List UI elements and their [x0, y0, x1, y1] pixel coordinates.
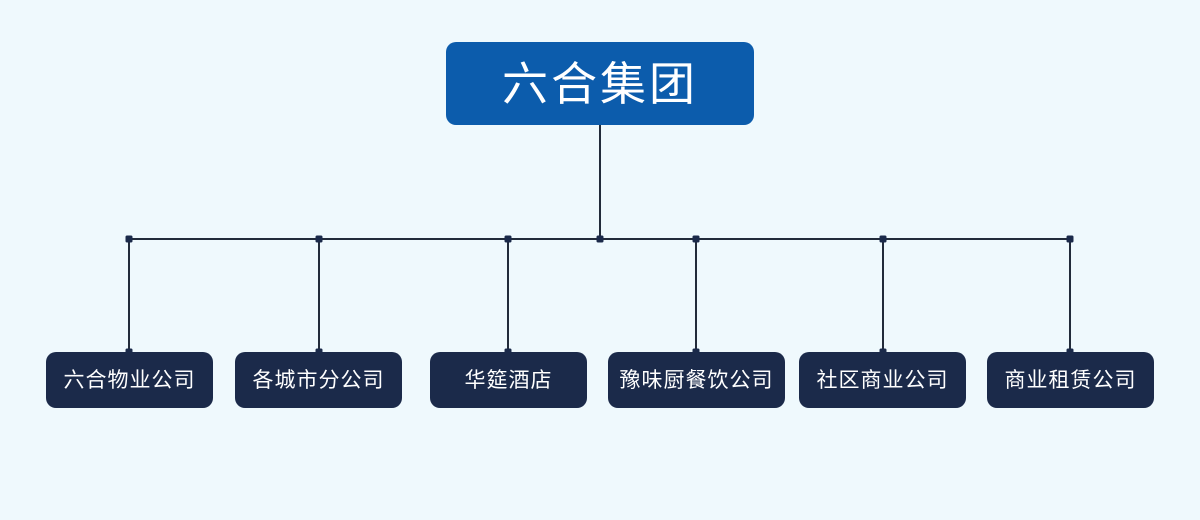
node-root-label: 六合集团	[502, 57, 698, 110]
node-child-label: 六合物业公司	[63, 368, 196, 392]
junction-dot-bus-2	[315, 235, 323, 243]
node-child-3[interactable]: 华筵酒店	[430, 352, 587, 408]
node-child-1[interactable]: 六合物业公司	[46, 352, 213, 408]
junction-dot-bus-1	[125, 235, 133, 243]
node-child-label: 社区商业公司	[816, 368, 949, 392]
junction-dot-bus-6	[1066, 235, 1074, 243]
junction-dot-bus-5	[879, 235, 887, 243]
node-root-liuhe-group[interactable]: 六合集团	[446, 42, 754, 125]
node-child-2[interactable]: 各城市分公司	[235, 352, 402, 408]
junction-dots-group	[125, 235, 1074, 356]
junction-dot-root	[596, 235, 604, 243]
node-child-label: 华筵酒店	[464, 368, 553, 392]
node-child-5[interactable]: 社区商业公司	[799, 352, 966, 408]
node-child-4[interactable]: 豫味厨餐饮公司	[608, 352, 785, 408]
junction-dot-bus-3	[504, 235, 512, 243]
junction-dot-bus-4	[692, 235, 700, 243]
node-child-label: 豫味厨餐饮公司	[619, 368, 774, 392]
node-child-label: 商业租赁公司	[1004, 368, 1137, 392]
node-child-6[interactable]: 商业租赁公司	[987, 352, 1154, 408]
node-child-label: 各城市分公司	[252, 368, 385, 392]
